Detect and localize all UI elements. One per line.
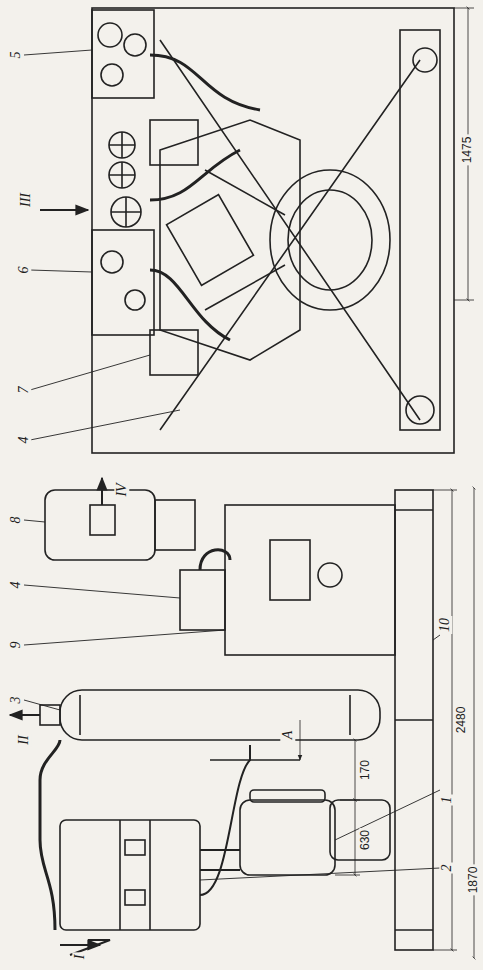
callout-number: 9: [8, 640, 23, 651]
section-mark: A: [280, 729, 295, 742]
dimension: 170: [359, 758, 372, 782]
flow-label: III: [18, 191, 33, 209]
receiver-vessel: [60, 690, 380, 740]
part-4: [180, 570, 225, 630]
flow-label: IV: [114, 481, 129, 498]
side-view: [40, 490, 433, 950]
leader-lines: [24, 50, 440, 880]
callout-number: 5: [8, 50, 23, 61]
unit-2: [60, 820, 200, 930]
dimension: 1475: [461, 135, 474, 166]
base-frame: [395, 490, 433, 950]
block-7: [150, 330, 198, 375]
callout-number: 6: [16, 265, 31, 276]
callout-number: 2: [439, 863, 454, 874]
callout-number: 4: [8, 580, 23, 591]
dimension: 1870: [467, 865, 480, 896]
box-5: [92, 10, 154, 98]
end-view: [92, 8, 454, 453]
flow-label: I: [72, 953, 87, 962]
callout-number: 8: [8, 515, 23, 526]
callout-number: 10: [437, 616, 452, 634]
compressor: [225, 505, 395, 655]
dimension-lines: [300, 8, 474, 958]
callout-number: 3: [8, 695, 23, 706]
motor: [45, 490, 155, 560]
callout-number: 7: [16, 385, 31, 396]
box-6: [92, 230, 154, 335]
unit-1: [240, 800, 335, 875]
callout-number: 4: [16, 435, 31, 446]
dimension: 630: [359, 828, 372, 852]
flow-label: II: [16, 733, 31, 746]
callout-number: 1: [439, 795, 454, 806]
dimension: 2480: [455, 705, 468, 736]
flow-arrows: [10, 210, 110, 955]
